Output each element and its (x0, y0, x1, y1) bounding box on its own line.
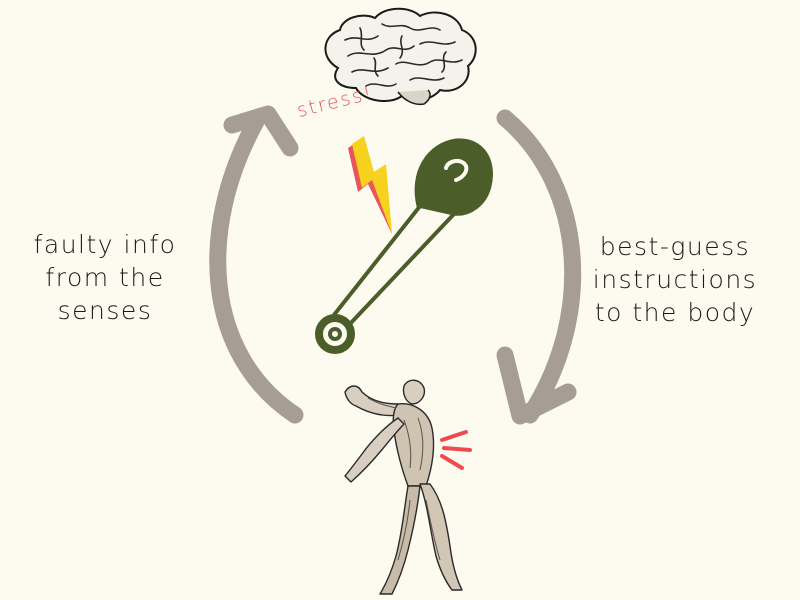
best-guess-line-1: best-guess (599, 232, 751, 261)
faulty-info-line-3: senses (57, 296, 153, 325)
left-arrow-head (223, 105, 299, 157)
faulty-info-line-2: from the (45, 263, 165, 292)
faulty-info-label: faulty info from the senses (10, 228, 200, 327)
right-arrow-head (496, 346, 577, 425)
pain-marks-icon (440, 430, 472, 470)
brain-icon (324, 7, 477, 106)
lightning-bolt-icon (348, 136, 392, 234)
safety-pin-icon (315, 138, 493, 354)
cycle-arrows (209, 105, 582, 425)
right-arrow (496, 109, 582, 424)
best-guess-label: best-guess instructions to the body (580, 230, 770, 329)
anatomical-figure-icon (344, 379, 463, 595)
best-guess-line-3: to the body (594, 298, 756, 327)
faulty-info-line-1: faulty info (33, 230, 177, 259)
left-arrow (209, 109, 304, 424)
best-guess-line-2: instructions (592, 265, 758, 294)
